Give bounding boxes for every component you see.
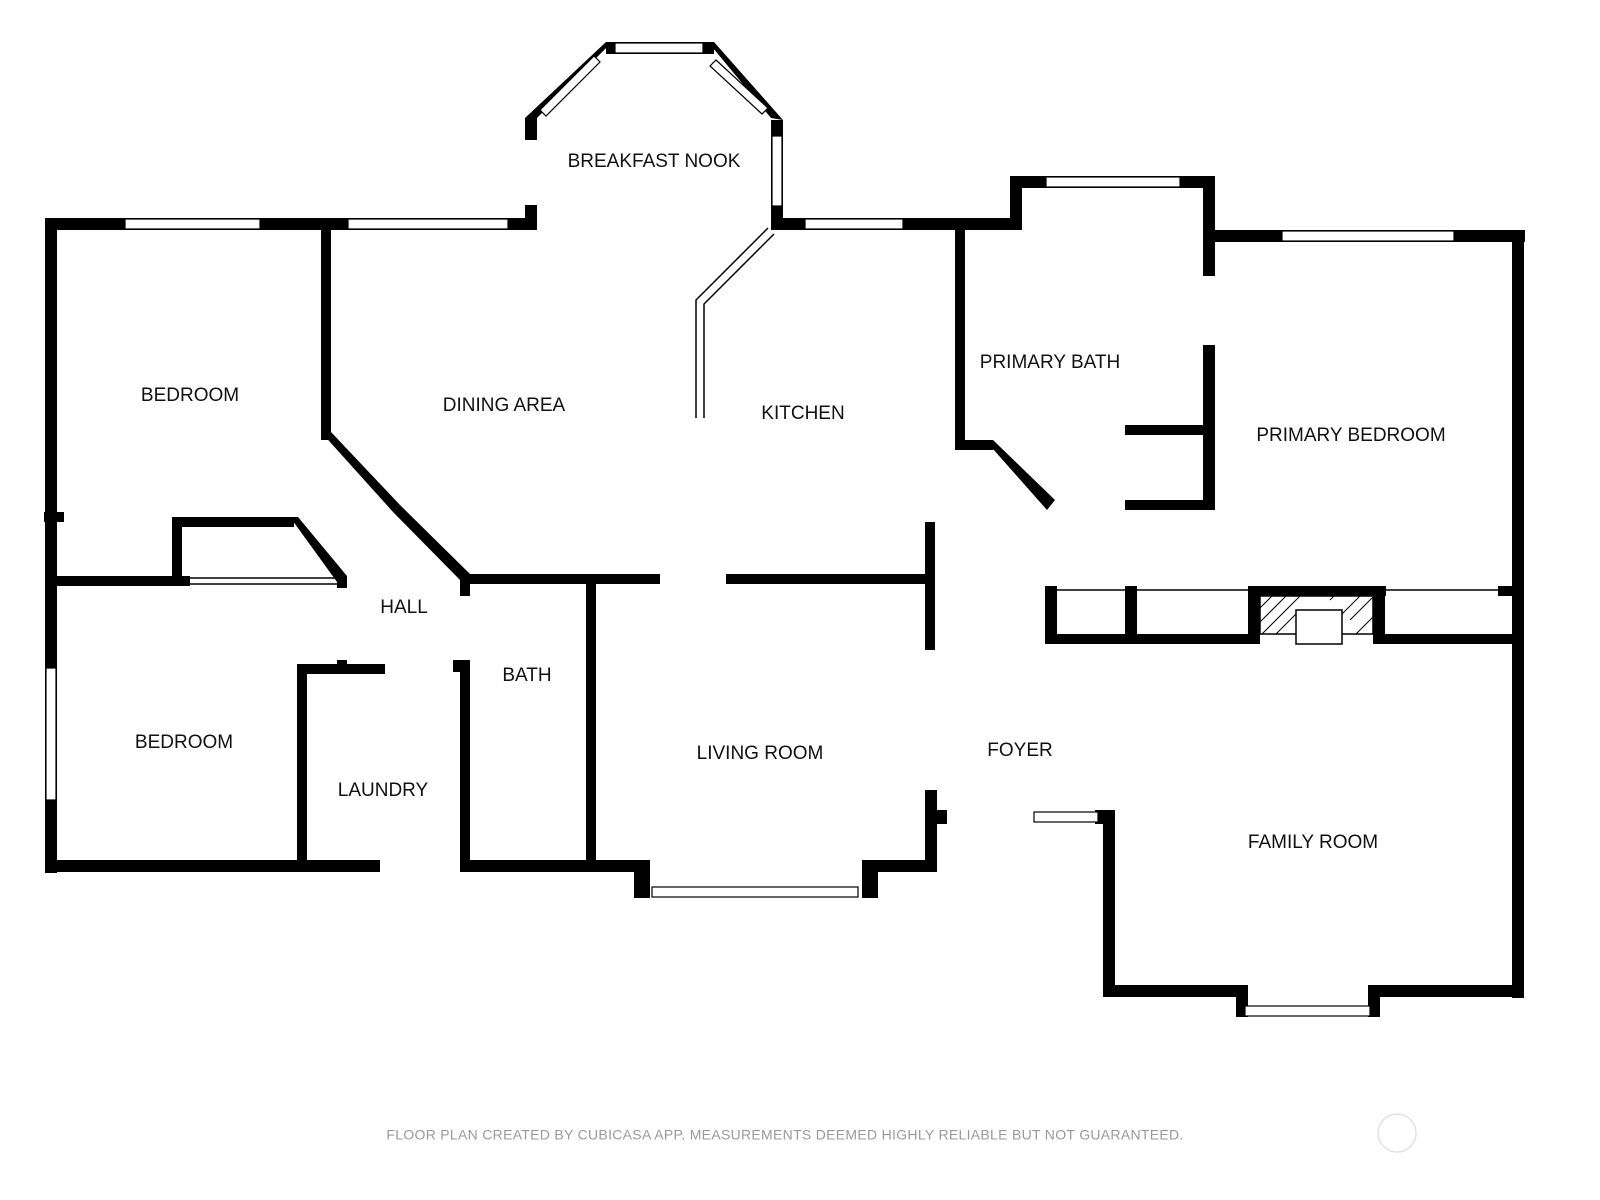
label-laundry: LAUNDRY bbox=[338, 780, 429, 801]
label-family-room: FAMILY ROOM bbox=[1248, 832, 1378, 853]
label-breakfast-nook: BREAKFAST NOOK bbox=[568, 151, 741, 172]
wall-bed1-dining bbox=[321, 230, 331, 440]
fireplace bbox=[1259, 595, 1374, 645]
kitchen-island-outer bbox=[695, 227, 769, 418]
fireplace-firebox bbox=[1295, 609, 1343, 645]
wall-nook-diag-left bbox=[525, 42, 612, 118]
wall-living-top-right bbox=[726, 574, 926, 584]
windows bbox=[45, 42, 1455, 1017]
walls bbox=[44, 42, 1525, 1017]
label-living-room: LIVING ROOM bbox=[697, 743, 824, 764]
wall-laundry-top-stub bbox=[337, 660, 347, 674]
wall-nook-left-upper bbox=[525, 118, 537, 140]
wall-closet-row-right-stub bbox=[1498, 586, 1524, 596]
wall-foyer-right-stub bbox=[1095, 810, 1115, 824]
wall-closet-row-mid bbox=[1125, 586, 1137, 644]
wall-bath-closet bbox=[1125, 425, 1203, 435]
window-bed1-top bbox=[124, 218, 261, 230]
wall-kitchen-bath bbox=[955, 230, 965, 450]
wall-living-foyer-upper bbox=[925, 522, 935, 650]
window-bath-top bbox=[1045, 176, 1181, 188]
window-nook-diag-left bbox=[539, 55, 601, 117]
wall-closet-row-bottom-left bbox=[1045, 634, 1260, 644]
wall-family-bottom-left bbox=[1103, 985, 1248, 997]
wall-hall-bath-lower bbox=[460, 660, 470, 872]
label-bath: BATH bbox=[502, 665, 551, 686]
wall-living-bottom-right bbox=[862, 860, 937, 872]
wall-closet-row-left bbox=[1045, 586, 1057, 644]
window-kitchen-top bbox=[804, 218, 904, 230]
wall-family-bay-right bbox=[1368, 985, 1380, 1017]
wall-family-left bbox=[1103, 810, 1115, 997]
wall-foyer-bottom-stub bbox=[925, 810, 947, 824]
window-foyer-bottom bbox=[1033, 811, 1099, 823]
label-foyer: FOYER bbox=[987, 740, 1052, 761]
wall-bottom-left bbox=[45, 860, 380, 872]
window-dining-top bbox=[347, 218, 509, 230]
wall-hall-bath-stub bbox=[453, 660, 470, 672]
wall-hall-diag-upper bbox=[321, 432, 400, 512]
window-nook-top bbox=[614, 42, 704, 54]
wall-bath-bottom-left bbox=[955, 440, 993, 450]
window-living-bottom bbox=[651, 886, 859, 898]
label-kitchen: KITCHEN bbox=[761, 403, 844, 424]
wall-fireplace-left bbox=[1248, 586, 1260, 644]
wall-hall-diag-lower bbox=[393, 505, 470, 582]
thin-lines bbox=[190, 227, 1498, 591]
wall-bath-bump-left bbox=[1010, 176, 1022, 230]
wall-hall-bath-top bbox=[460, 576, 470, 596]
kitchen-island-inner bbox=[703, 233, 775, 418]
wall-bath-right-upper bbox=[1203, 176, 1215, 276]
wall-bath-diag bbox=[985, 440, 1055, 510]
wall-living-top-left bbox=[460, 574, 660, 584]
window-primary-bed-top bbox=[1281, 230, 1455, 242]
wall-closet-row-bottom-right bbox=[1373, 634, 1524, 644]
wall-bath-right-lower bbox=[1203, 345, 1215, 510]
wall-bed2-right bbox=[297, 664, 307, 872]
wall-living-bottom-left bbox=[460, 860, 650, 872]
label-primary-bath: PRIMARY BATH bbox=[980, 352, 1120, 373]
wall-bath-living bbox=[586, 576, 596, 872]
wall-foyer-left-lower bbox=[925, 790, 937, 872]
disclaimer-text: FLOOR PLAN CREATED BY CUBICASA APP. MEAS… bbox=[386, 1127, 1183, 1143]
window-nook-right bbox=[771, 135, 783, 207]
watermark-logo bbox=[1377, 1113, 1417, 1153]
wall-fireplace-right bbox=[1373, 586, 1385, 644]
wall-living-bay-left bbox=[634, 860, 650, 898]
label-bedroom-2: BEDROOM bbox=[135, 732, 233, 753]
wall-bed1-bed2 bbox=[45, 576, 190, 586]
wall-nook-diag-right bbox=[708, 42, 783, 120]
window-bed2-left bbox=[45, 667, 57, 801]
wall-fireplace-top bbox=[1248, 586, 1386, 596]
wall-left-stub bbox=[44, 512, 64, 522]
wall-bath-bottom-right bbox=[1125, 500, 1215, 510]
wall-closet-left bbox=[172, 517, 182, 585]
wall-closet-diag bbox=[290, 517, 347, 582]
window-nook-diag-right bbox=[709, 59, 769, 115]
label-hall: HALL bbox=[380, 597, 428, 618]
window-family-bottom bbox=[1244, 1005, 1371, 1017]
wall-closet-row-cap bbox=[1045, 586, 1057, 596]
wall-closet-top bbox=[172, 517, 294, 527]
wall-nook-left-riser bbox=[525, 205, 537, 230]
wall-right-outer bbox=[1512, 230, 1524, 998]
wall-closet-right-stub bbox=[337, 576, 347, 588]
room-labels: BREAKFAST NOOK BEDROOM DINING AREA KITCH… bbox=[135, 151, 1446, 853]
label-primary-bedroom: PRIMARY BEDROOM bbox=[1256, 425, 1445, 446]
label-dining-area: DINING AREA bbox=[443, 395, 566, 416]
wall-living-bay-right bbox=[862, 860, 878, 898]
label-bedroom-1: BEDROOM bbox=[141, 385, 239, 406]
wall-family-bottom-right bbox=[1368, 985, 1524, 997]
